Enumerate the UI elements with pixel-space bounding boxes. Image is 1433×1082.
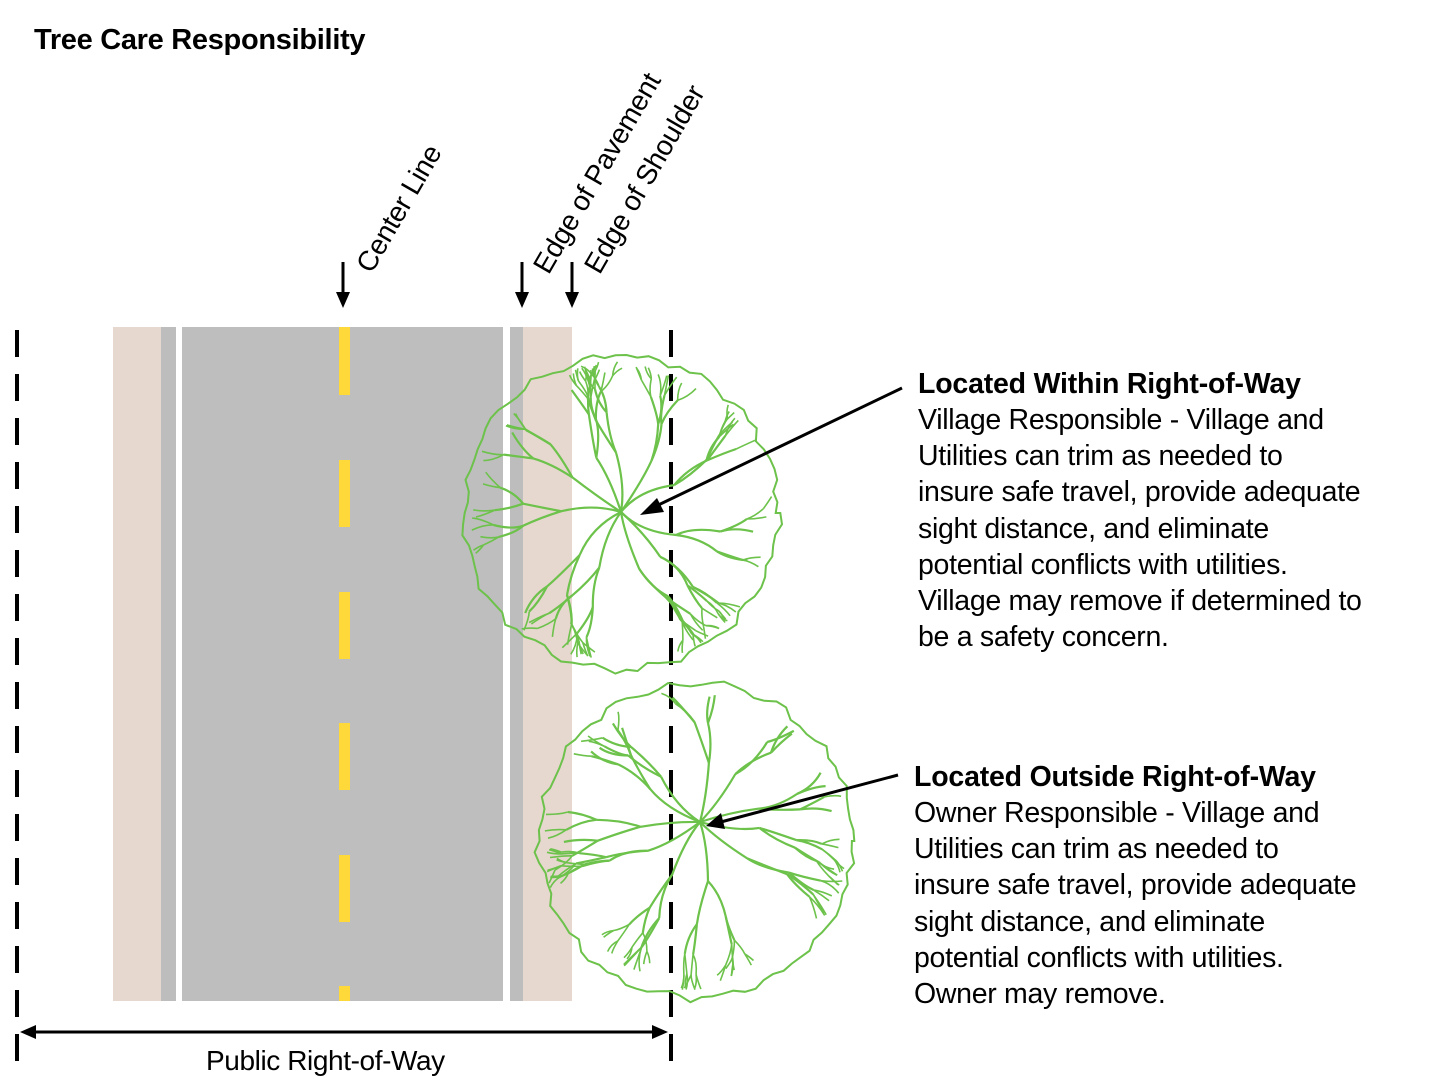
callout-outside-line: Owner may remove. bbox=[914, 978, 1166, 1011]
center-line-arrow bbox=[336, 262, 350, 308]
callout-within-line: Utilities can trim as needed to bbox=[918, 440, 1283, 473]
callout-outside-body: Owner Responsible - Village and Utilitie… bbox=[914, 795, 1357, 1012]
callout-outside-row: Located Outside Right-of-Way Owner Respo… bbox=[914, 759, 1357, 1012]
tree-within-row bbox=[461, 353, 784, 675]
left-edge-stripe bbox=[161, 327, 176, 1001]
callout-within-row: Located Within Right-of-Way Village Resp… bbox=[918, 366, 1362, 655]
page-title: Tree Care Responsibility bbox=[34, 24, 366, 56]
callout-within-line: insure safe travel, provide adequate bbox=[918, 476, 1361, 509]
callout-outside-line: Owner Responsible - Village and bbox=[914, 797, 1320, 829]
left-white-line bbox=[176, 327, 182, 1001]
callout-outside-line: potential conflicts with utilities. bbox=[914, 941, 1284, 974]
public-row-dimension-arrow bbox=[20, 1025, 668, 1039]
edge-of-shoulder-arrow bbox=[565, 262, 579, 308]
callout-outside-heading: Located Outside Right-of-Way bbox=[914, 761, 1316, 793]
edge-of-pavement-arrow bbox=[515, 262, 529, 308]
callout-within-line: Village Responsible - Village and bbox=[918, 404, 1324, 436]
callout-outside-line: insure safe travel, provide adequate bbox=[914, 869, 1357, 902]
callout-within-line: potential conflicts with utilities. bbox=[918, 548, 1288, 581]
public-row-label: Public Right-of-Way bbox=[206, 1045, 445, 1076]
callout-within-body: Village Responsible - Village and Utilit… bbox=[918, 402, 1362, 655]
left-shoulder bbox=[113, 327, 163, 1001]
tree-outside-row bbox=[533, 680, 856, 1004]
callout-outside-line: sight distance, and eliminate bbox=[914, 905, 1265, 938]
callout-within-arrow bbox=[640, 386, 903, 515]
callout-outside-arrow bbox=[706, 773, 899, 829]
callout-within-line: Village may remove if determined to bbox=[918, 585, 1362, 618]
callout-within-heading: Located Within Right-of-Way bbox=[918, 368, 1301, 400]
center-line-dashes bbox=[339, 327, 350, 1001]
callout-within-line: sight distance, and eliminate bbox=[918, 512, 1269, 545]
callout-within-line: be a safety concern. bbox=[918, 621, 1169, 654]
right-white-line bbox=[503, 327, 510, 1001]
callout-outside-line: Utilities can trim as needed to bbox=[914, 833, 1279, 866]
right-shoulder bbox=[523, 327, 572, 1001]
